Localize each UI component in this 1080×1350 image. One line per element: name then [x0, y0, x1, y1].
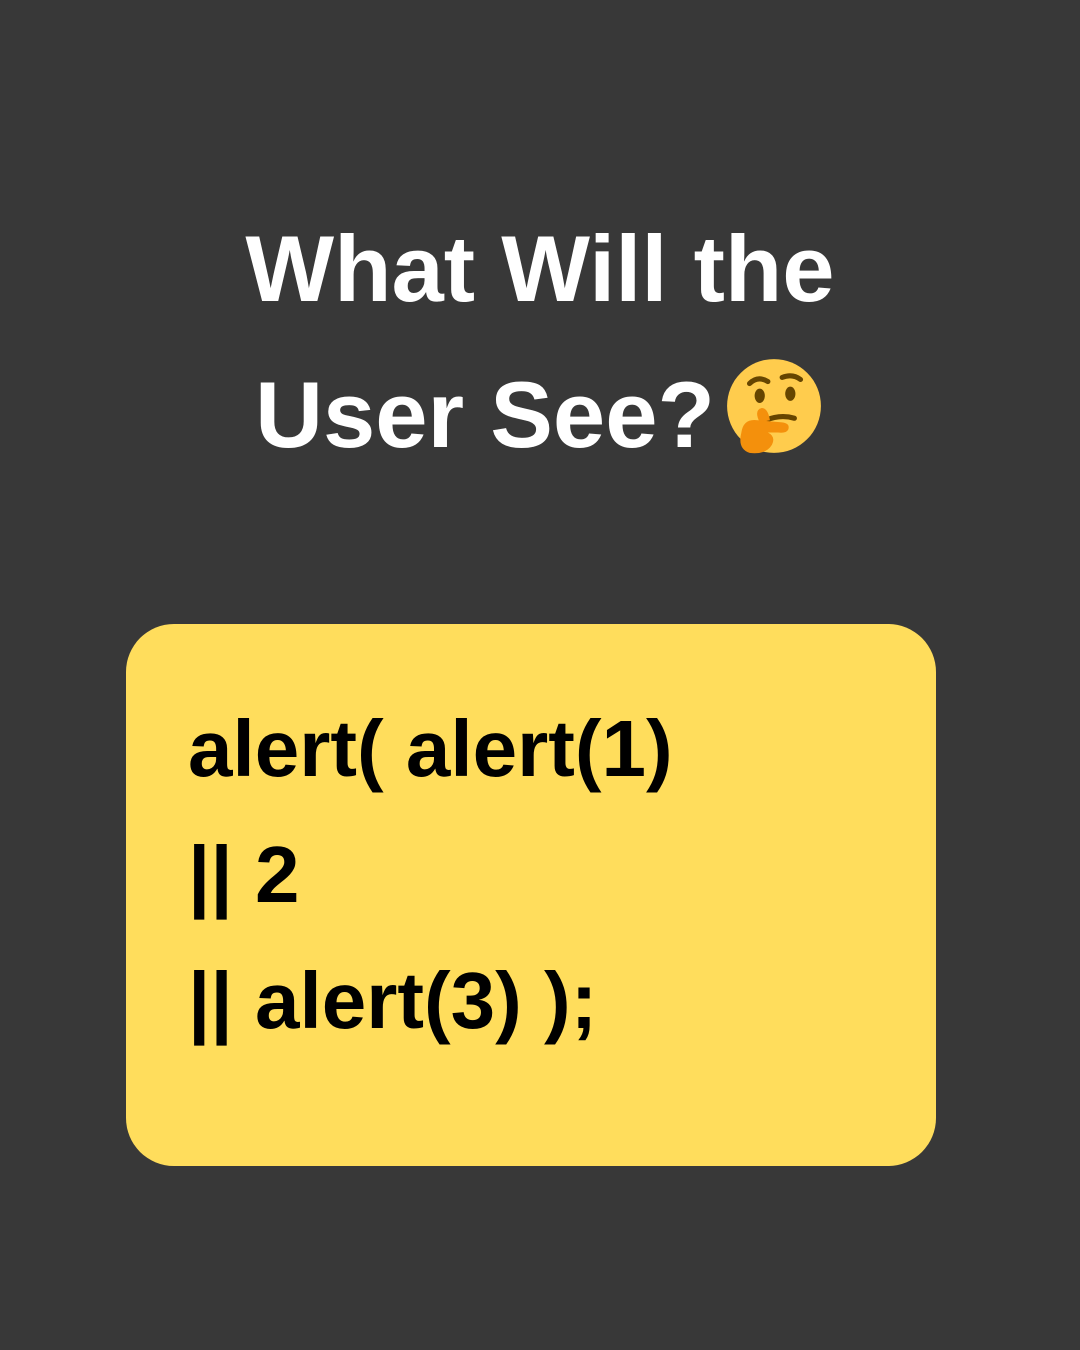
title-line-1: What Will the	[245, 216, 835, 321]
title-line-2: User See?	[0, 342, 1080, 488]
title-line-2-text: User See?	[255, 362, 715, 467]
page-title: What Will the User See?	[0, 196, 1080, 488]
code-card: alert( alert(1) || 2 || alert(3) );	[126, 624, 936, 1166]
code-line-3: || alert(3) );	[188, 956, 598, 1045]
thinking-face-icon	[723, 355, 825, 457]
code-block: alert( alert(1) || 2 || alert(3) );	[188, 686, 908, 1064]
code-line-1: alert( alert(1)	[188, 704, 673, 793]
code-line-2: || 2	[188, 830, 300, 919]
